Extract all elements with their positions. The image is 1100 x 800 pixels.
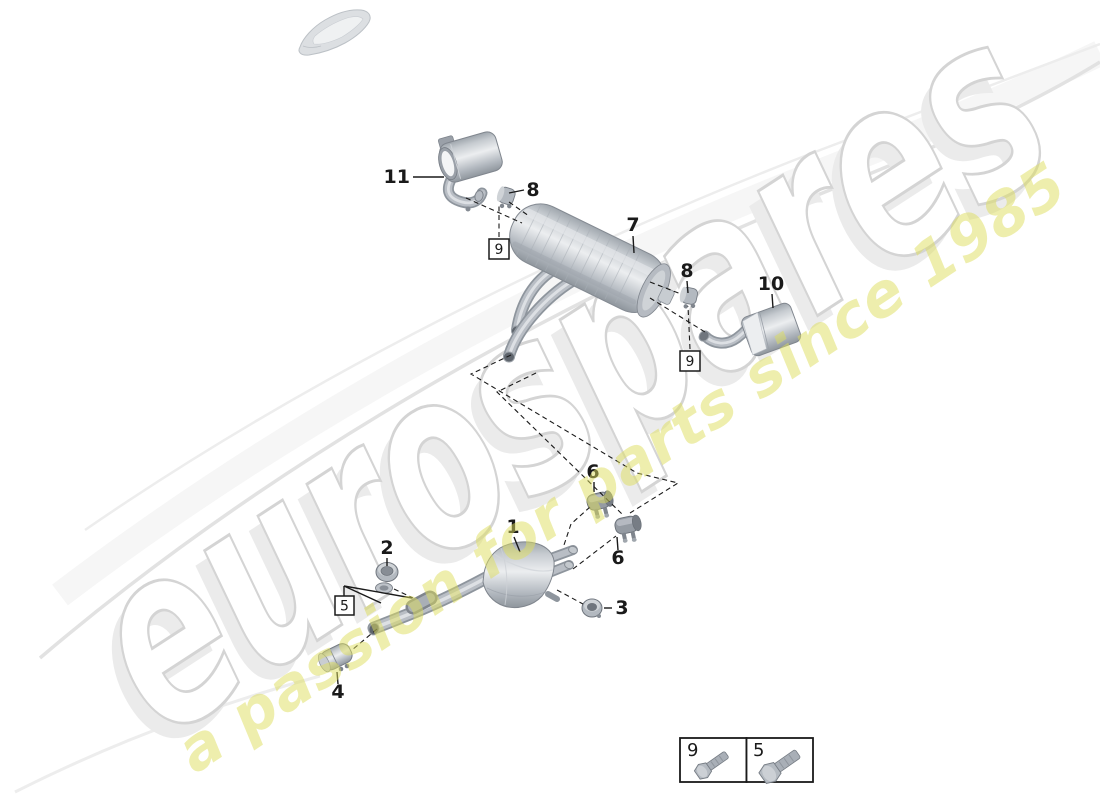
part-tailpipe-right [698, 302, 802, 357]
boxed-callout-9-rear-label: 9 [686, 354, 695, 370]
car-silhouette [298, 9, 371, 56]
callout-2[interactable]: 2 [380, 537, 393, 559]
legend-cell-9[interactable]: 9 [679, 737, 748, 783]
alignment-dashes [351, 197, 706, 651]
watermark-brand-text: eurospares [38, 0, 1097, 790]
callout-10[interactable]: 10 [758, 273, 784, 295]
part-nut-3 [581, 598, 603, 618]
callout-11[interactable]: 11 [384, 166, 410, 188]
bolt-icon-small [693, 751, 729, 780]
background-swoosh [14, 41, 1100, 794]
callout-8-rear[interactable]: 8 [680, 260, 693, 282]
callout-4[interactable]: 4 [331, 681, 344, 703]
fastener-legend: 9 5 [679, 737, 814, 786]
legend-cell-9-label: 9 [687, 740, 698, 761]
part-hanger-front [586, 490, 614, 519]
part-clamp-4 [318, 643, 353, 673]
boxed-callout-9-rear[interactable]: 9 [679, 350, 701, 372]
callout-6-rear[interactable]: 6 [611, 547, 624, 569]
part-hanger-rear [614, 514, 642, 543]
callout-8-upper[interactable]: 8 [526, 179, 539, 201]
callout-1[interactable]: 1 [506, 516, 519, 538]
part-clamp-upper [496, 186, 516, 209]
part-rear-silencer-pipes [503, 262, 578, 363]
callout-6-front[interactable]: 6 [586, 461, 599, 483]
legend-cell-5[interactable]: 5 [745, 737, 814, 786]
leader-lines [336, 176, 774, 685]
boxed-callout-5[interactable]: 5 [334, 595, 355, 616]
legend-cell-5-label: 5 [753, 740, 764, 761]
callout-3[interactable]: 3 [615, 597, 628, 619]
callout-labels: 11 8 7 8 10 6 6 1 2 3 4 [331, 166, 784, 703]
part-front-pipe [367, 571, 493, 636]
watermark-brand: eurospares eurospares [29, 0, 1099, 800]
boxed-callout-5-label: 5 [340, 599, 349, 615]
callout-7[interactable]: 7 [626, 214, 639, 236]
part-clamp-rear [679, 286, 699, 309]
boxed-callout-9-upper-label: 9 [495, 242, 504, 258]
boxed-callout-9-upper[interactable]: 9 [488, 238, 510, 260]
part-front-silencer [482, 541, 578, 609]
bolt-icon-large [758, 749, 801, 784]
part-rear-silencer [509, 203, 675, 318]
part-tailpipe-left [438, 131, 503, 212]
